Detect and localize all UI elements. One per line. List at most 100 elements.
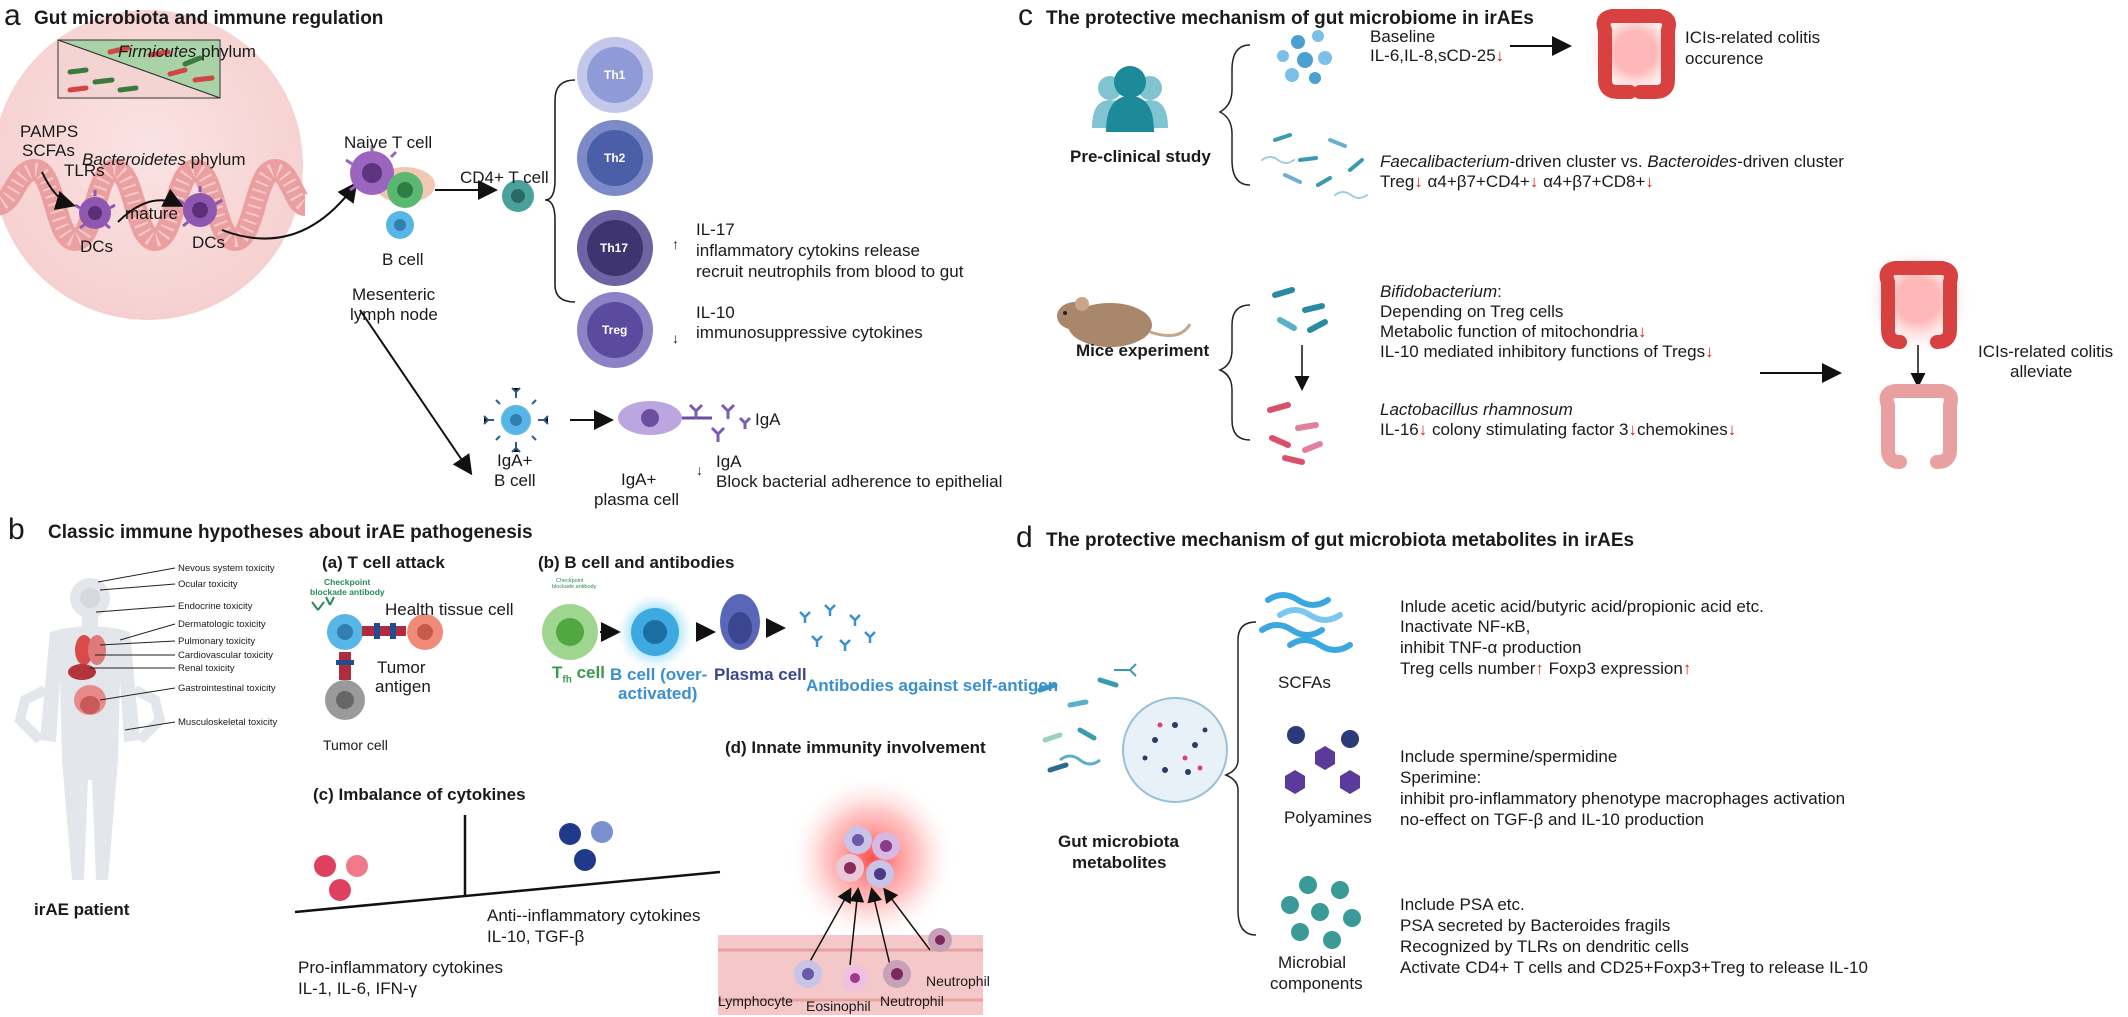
self-antigen-label: Antibodies against self-antigen	[806, 676, 1059, 695]
poly-line-2: Sperimine:	[1400, 768, 1482, 787]
innate-title: (d) Innate immunity involvement	[725, 738, 986, 757]
tumor-antigen-label-1: Tumor	[377, 658, 426, 677]
iga-b-cell	[483, 387, 549, 453]
bacteroidetes-name: Bacteroidetes	[82, 150, 186, 169]
bifido-line-3-text: IL-10 mediated inhibitory functions of T…	[1380, 342, 1706, 361]
dcs-label-2: DCs	[192, 233, 226, 252]
faecali-line: Faecalibacterium-driven cluster vs. Bact…	[1380, 152, 1844, 172]
panel-c-title: The protective mechanism of gut microbio…	[1046, 8, 1534, 29]
bifido-line-3: IL-10 mediated inhibitory functions of T…	[1380, 342, 1714, 362]
gut-metabolite-graphic	[1037, 663, 1228, 803]
panel-a-title: Gut microbiota and immune regulation	[34, 8, 384, 29]
iga-plasma-label-1: IgA+	[621, 470, 657, 489]
toxicity-5: Pulmonary toxicity	[178, 636, 256, 647]
microbial-components-icon	[1281, 876, 1361, 949]
polyamines-label: Polyamines	[1284, 808, 1372, 827]
cd4-label: CD4+ T cell	[460, 168, 549, 187]
scfas-label-a: SCFAs	[22, 141, 75, 160]
microbial-label-2: components	[1270, 974, 1363, 993]
dc-cells	[74, 186, 223, 230]
scfa-line-1: Inlude acetic acid/butyric acid/propioni…	[1400, 597, 1764, 616]
th17-line-3: recruit neutrophils from blood to gut	[696, 262, 964, 281]
people-icon	[1092, 66, 1168, 132]
naive-t-label: Naive T cell	[344, 133, 433, 152]
b-over-label-1: B cell (over-	[610, 665, 708, 684]
alleviate-label-1: ICIs-related colitis	[1978, 342, 2114, 361]
tlrs-label: TLRs	[64, 161, 105, 180]
iga-arrow: ↓	[696, 462, 703, 478]
bifido-bacteria	[1272, 287, 1328, 333]
micro-line-4: Activate CD4+ T cells and CD25+Foxp3+Tre…	[1400, 958, 1868, 977]
gut-circle	[0, 10, 310, 320]
iga-antibody-label: IgA	[755, 410, 781, 429]
bifido-line: Bifidobacterium:	[1380, 282, 1502, 302]
baseline-label: Baseline	[1370, 27, 1436, 46]
colon-red-top	[1583, 0, 1687, 104]
dcs-label-1: DCs	[80, 237, 114, 256]
toxicity-2: Ocular toxicity	[178, 579, 238, 590]
baseline-line: IL-6,IL-8,sCD-25↓	[1370, 46, 1504, 66]
mice-label: Mice experiment	[1076, 341, 1210, 360]
scfa-icon	[1259, 592, 1353, 653]
firmicutes-label: Firmicutes phylum	[118, 42, 256, 62]
pro-label-2: IL-1, IL-6, IFN-γ	[298, 979, 418, 998]
poly-line-1: Include spermine/spermidine	[1400, 747, 1618, 766]
iga-plasma-label-2: plasma cell	[594, 490, 680, 509]
lymphocyte-label: Lymphocyte	[718, 993, 793, 1009]
toxicity-8: Gastrointestinal toxicity	[178, 683, 276, 694]
iga-line-1: IgA	[716, 452, 742, 471]
bifido-line-1: Depending on Treg cells	[1380, 302, 1564, 321]
bifido-line-2: Metabolic function of mitochondria↓	[1380, 322, 1646, 342]
mature-label: mature	[125, 204, 178, 223]
down-arrow: ↓	[1628, 420, 1638, 439]
poly-line-3: inhibit pro-inflammatory phenotype macro…	[1400, 789, 1846, 808]
down-arrow: ↓	[1727, 420, 1737, 439]
plasma-cell-label: Plasma cell	[714, 665, 807, 684]
health-tissue-label: Health tissue cell	[385, 600, 514, 619]
microbial-label-1: Microbial	[1278, 953, 1347, 972]
colon-healthy	[1879, 384, 1958, 469]
t-cell-attack-title: (a) T cell attack	[322, 553, 445, 572]
scfa-treg-text: Treg cells number	[1400, 659, 1536, 678]
pamps-label: PAMPS	[20, 122, 79, 141]
scfa-line-3: inhibit TNF-α production	[1400, 638, 1582, 657]
treg-values-line: Treg↓ α4+β7+CD4+↓ α4+β7+CD8+↓	[1380, 172, 1654, 192]
treg-val-1: Treg	[1380, 172, 1415, 191]
th17-label: Th17	[600, 241, 629, 255]
th17-arrow: ↑	[672, 236, 679, 252]
down-arrow: ↓	[1637, 322, 1647, 341]
t-cell-attack-graphic	[311, 596, 443, 720]
th17-line-1: IL-17	[696, 220, 735, 239]
treg-arrow: ↓	[672, 330, 679, 346]
up-arrow: ↑	[1535, 659, 1544, 678]
th1-label: Th1	[604, 68, 626, 82]
colitis-occurence-1: ICIs-related colitis	[1685, 28, 1821, 47]
b-cell-label-a: B cell	[382, 250, 424, 269]
polyamine-icon	[1285, 726, 1360, 794]
lacto-val-3: chemokines	[1637, 420, 1728, 439]
tfh-cell-label: Tfh cell	[552, 663, 605, 686]
micro-line-1: Include PSA etc.	[1400, 895, 1525, 914]
toxicity-4: Dermatologic toxicity	[178, 619, 266, 630]
neutrophil-label-2: Neutrophil	[926, 973, 990, 989]
mouse-icon	[1057, 297, 1192, 347]
alleviate-label-2: alleviate	[2010, 362, 2073, 381]
panel-d-letter: d	[1016, 521, 1033, 554]
preclinical-label: Pre-clinical study	[1070, 147, 1211, 166]
tumor-cell-label: Tumor cell	[323, 737, 388, 753]
treg-line-1: IL-10	[696, 303, 735, 322]
lacto-bacteria	[1267, 402, 1323, 465]
iga-bcell-label-1: IgA+	[497, 451, 533, 470]
faecali-name: Faecalibacterium	[1380, 152, 1510, 171]
tumor-antigen-label-2: antigen	[375, 677, 431, 696]
human-body	[14, 578, 166, 880]
panel-b-letter: b	[8, 513, 25, 546]
irae-patient-label: irAE patient	[34, 900, 130, 919]
th2-label: Th2	[604, 151, 626, 165]
toxicity-1: Nevous system toxicity	[178, 563, 275, 574]
poly-line-4: no-effect on TGF-β and IL-10 production	[1400, 810, 1704, 829]
bifido-colon: :	[1497, 282, 1502, 301]
firmicutes-name: Firmicutes	[118, 42, 197, 61]
toxicity-3: Endocrine toxicity	[178, 601, 253, 612]
treg-val-2: α4+β7+CD4+	[1422, 172, 1530, 191]
